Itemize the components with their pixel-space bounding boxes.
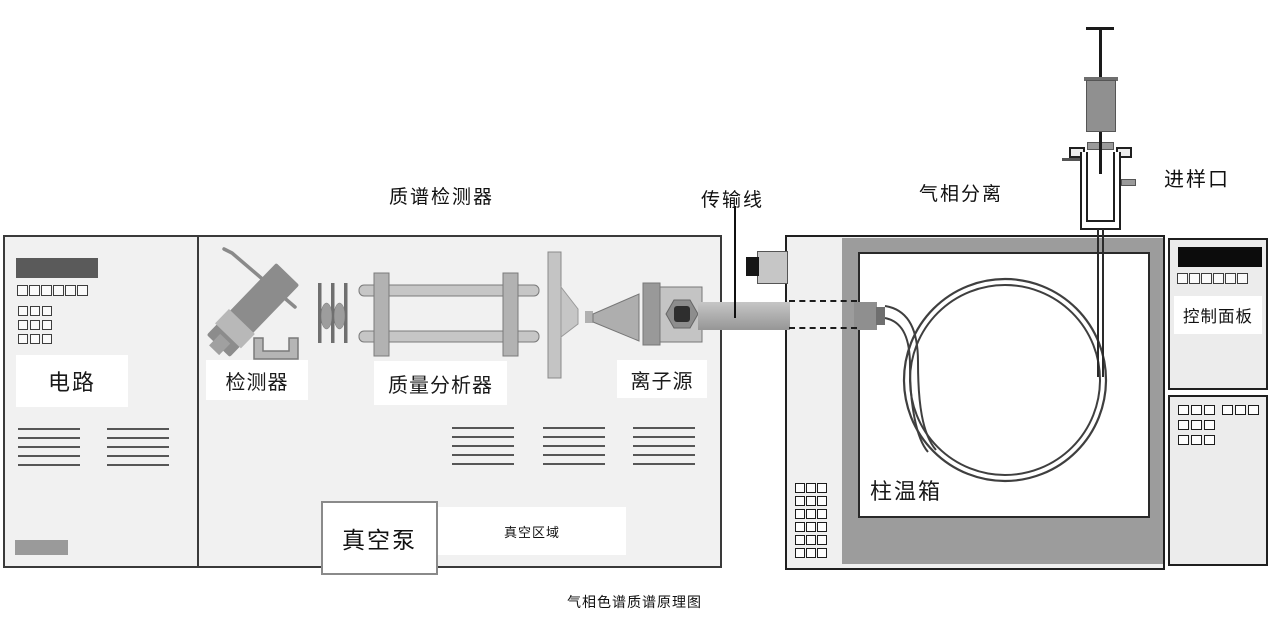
column-fitting xyxy=(854,302,877,330)
ion-source-label-box: 离子源 xyxy=(617,360,707,398)
circuit-label: 电路 xyxy=(47,370,96,395)
plate-icon xyxy=(547,251,562,379)
ms-detector-section-label: 质谱检测器 xyxy=(389,187,495,208)
inlet-side-line xyxy=(1062,158,1080,161)
circuit-button-row xyxy=(17,285,88,296)
vacuum-area-box: 真空区域 xyxy=(438,507,626,555)
quad-support-icon xyxy=(502,272,519,357)
transfer-line-leader xyxy=(734,206,736,318)
nozzle-cone-icon xyxy=(592,293,640,342)
control-keys xyxy=(1222,405,1259,415)
circuit-display xyxy=(16,258,98,278)
inlet-capillary xyxy=(1097,229,1104,377)
gc-keypad xyxy=(795,483,827,558)
detector-label-box: 检测器 xyxy=(206,360,308,400)
syringe-plunger xyxy=(1099,28,1102,78)
column-inlet-curve xyxy=(884,305,937,451)
bracket-icon xyxy=(253,337,299,360)
control-panel-label: 控制面板 xyxy=(1183,308,1253,326)
transfer-line-tube xyxy=(698,302,790,330)
mass-analyzer-label: 质量分析器 xyxy=(388,374,493,397)
control-panel-upper: 控制面板 xyxy=(1168,238,1268,390)
gc-cabinet: 柱温箱 xyxy=(785,235,1165,570)
vent-grille xyxy=(633,427,695,472)
mass-analyzer-label-box: 质量分析器 xyxy=(374,361,507,405)
panel-divider xyxy=(197,237,199,566)
syringe-needle xyxy=(1099,132,1102,174)
gc-separation-section-label: 气相分离 xyxy=(919,184,1004,205)
syringe-barrel xyxy=(1086,80,1116,132)
column-fitting-nub xyxy=(876,307,885,325)
oven-frame: 柱温箱 xyxy=(842,238,1163,564)
nozzle-tip-icon xyxy=(585,311,593,323)
control-keys xyxy=(1178,405,1215,415)
ion-source-label: 离子源 xyxy=(630,370,694,393)
control-button-row xyxy=(1177,273,1248,284)
control-panel-lower xyxy=(1168,395,1268,566)
transfer-dashed-line xyxy=(789,327,857,329)
quad-rod-icon xyxy=(358,284,540,297)
control-panel-label-box: 控制面板 xyxy=(1174,296,1262,334)
quad-rod-icon xyxy=(358,330,540,343)
skimmer-cone-icon xyxy=(560,285,579,339)
nozzle-flange-icon xyxy=(642,282,661,346)
diagram-caption: 气相色谱质谱原理图 xyxy=(567,594,702,610)
quad-support-icon xyxy=(373,272,390,357)
vent-grille xyxy=(543,427,605,472)
control-display xyxy=(1178,247,1262,267)
syringe-barrel-cap xyxy=(1084,77,1118,81)
column-coil-icon xyxy=(909,284,1101,476)
control-keys xyxy=(1178,420,1215,430)
detector-label: 检测器 xyxy=(225,371,289,394)
detector-cylinder-icon xyxy=(207,263,299,357)
control-keys xyxy=(1178,435,1215,445)
oven-interior: 柱温箱 xyxy=(858,252,1150,518)
inlet-liner-inner xyxy=(1086,152,1115,222)
column-coil-art xyxy=(884,277,1108,483)
vent-grille xyxy=(452,427,514,472)
circuit-foot-bar xyxy=(15,540,68,555)
nut-bore-icon xyxy=(674,306,690,322)
vacuum-pump-box: 真空泵 xyxy=(321,501,438,575)
transfer-line-connector xyxy=(757,251,788,284)
inlet-section-label: 进样口 xyxy=(1164,169,1230,191)
inlet-side-port xyxy=(1121,179,1136,186)
lens-icon xyxy=(333,302,346,330)
transfer-dashed-line xyxy=(789,300,857,302)
circuit-label-box: 电路 xyxy=(16,355,128,407)
column-oven-label: 柱温箱 xyxy=(870,479,943,504)
ms-internals-art xyxy=(207,247,703,379)
column-inlet-curve xyxy=(884,317,929,453)
lens-icon xyxy=(320,302,333,330)
circuit-keypad xyxy=(18,306,52,344)
column-coil-icon xyxy=(902,277,1108,483)
connector-plug-icon xyxy=(746,257,759,276)
vent-grille xyxy=(107,428,169,473)
vent-grille xyxy=(18,428,80,473)
vacuum-area-label: 真空区域 xyxy=(503,524,560,540)
vacuum-pump-label: 真空泵 xyxy=(342,527,417,553)
transfer-line-section-label: 传输线 xyxy=(701,190,765,211)
